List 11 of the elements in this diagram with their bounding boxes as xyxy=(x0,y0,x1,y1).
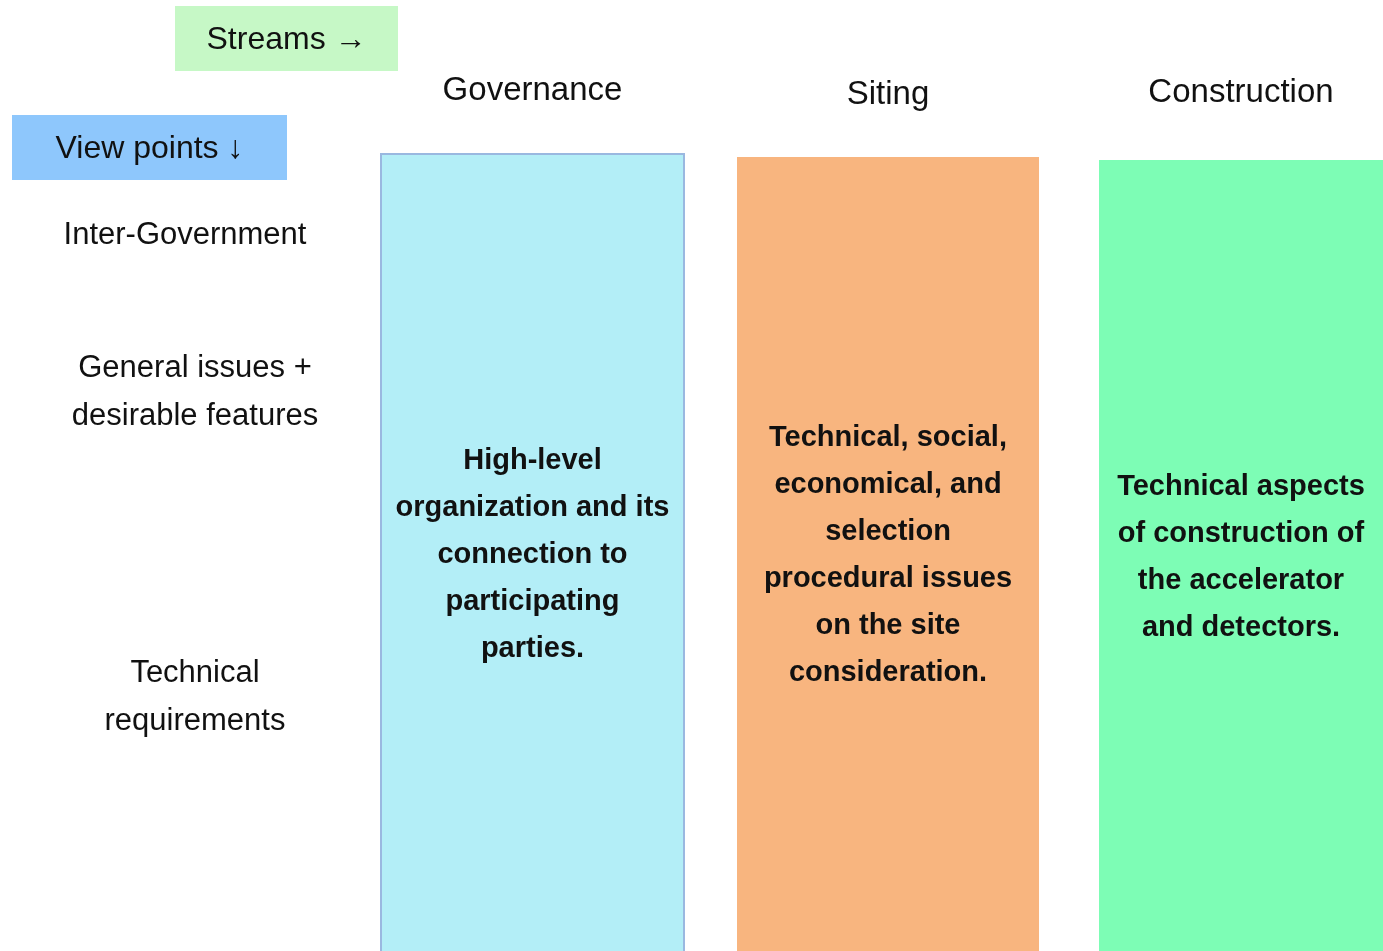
stream-description: High-level organization and its connection to participating parties. xyxy=(394,441,671,665)
column-heading: Siting xyxy=(845,74,931,112)
viewpoint-label: General issues + desirable features xyxy=(70,348,320,434)
streams-tag: Streams → xyxy=(175,6,398,71)
viewpoint-label: Inter-Government xyxy=(62,215,308,253)
view-points-tag: View points ↓ xyxy=(12,115,287,180)
viewpoint-label: Technical requirements xyxy=(103,653,287,739)
column-heading: Construction xyxy=(1147,72,1335,110)
stream-description: Technical, social, economical, and selection procedural issues on the site consideration. xyxy=(762,419,1014,689)
column-heading: Governance xyxy=(441,70,624,108)
stream-description: Technical aspects of construction of the accelerator and detectors. xyxy=(1116,467,1366,644)
